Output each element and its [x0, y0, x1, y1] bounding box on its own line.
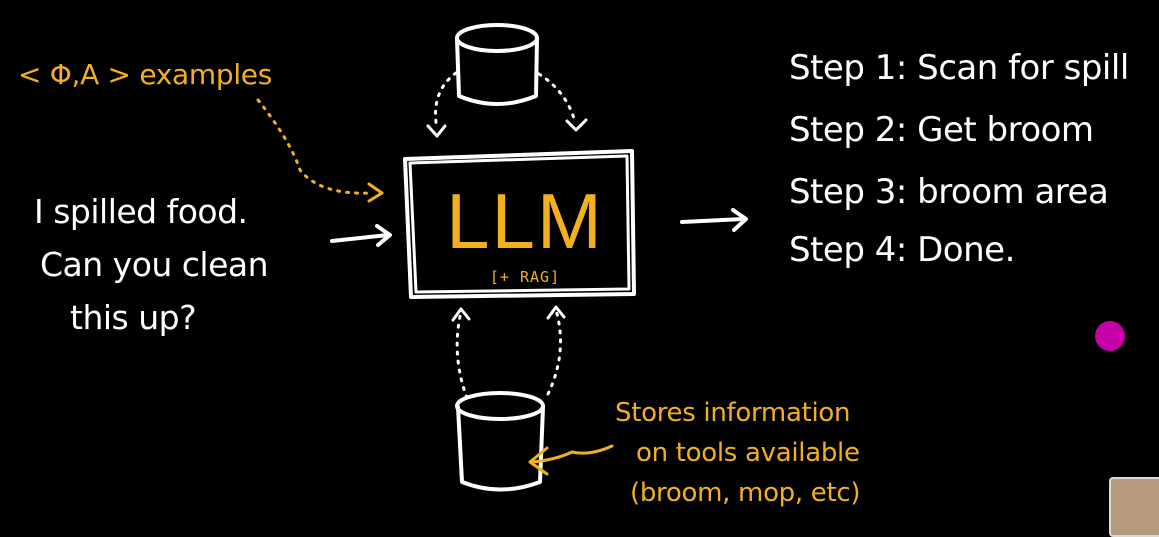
arrowhead-down-right — [565, 118, 588, 132]
tools-note-arrow — [530, 444, 614, 464]
user-input-line-1: I spilled food. — [34, 192, 248, 231]
arrowhead-down-left — [426, 124, 447, 138]
examples-note: < Φ,A > examples — [18, 58, 273, 91]
bottom-db-right-dotted-arrow — [546, 308, 562, 396]
pointer-dot — [1095, 321, 1125, 351]
diagram-canvas — [256, 23, 748, 492]
step-4: Step 4: Done. — [789, 230, 1015, 270]
llm-box — [403, 149, 636, 299]
input-arrow — [330, 224, 392, 247]
presenter-video-thumbnail[interactable] — [1109, 477, 1159, 537]
llm-label: LLM — [446, 177, 604, 265]
bottom-database-cylinder — [455, 391, 545, 492]
rag-sublabel: [+ RAG] — [489, 268, 561, 286]
arrowhead-up-right — [546, 305, 566, 320]
bottom-db-left-dotted-arrow — [455, 310, 469, 400]
examples-arrowhead — [367, 182, 384, 203]
examples-dotted-arrow — [256, 98, 372, 195]
step-2: Step 2: Get broom — [789, 110, 1094, 150]
step-3: Step 3: broom area — [789, 172, 1109, 212]
tools-note-line-2: on tools available — [636, 438, 860, 468]
step-1: Step 1: Scan for spill — [789, 48, 1129, 88]
top-db-left-dotted-arrow — [434, 71, 458, 131]
tools-note-line-3: (broom, mop, etc) — [630, 478, 861, 508]
user-input-line-3: this up? — [70, 298, 197, 337]
top-database-cylinder — [455, 23, 539, 106]
tools-note-arrowhead — [528, 446, 549, 476]
tools-note-line-1: Stores information — [615, 398, 851, 428]
output-arrow — [680, 208, 748, 232]
top-db-right-dotted-arrow — [537, 72, 577, 124]
arrowhead-up-left — [451, 307, 471, 322]
user-input-line-2: Can you clean — [40, 245, 269, 284]
